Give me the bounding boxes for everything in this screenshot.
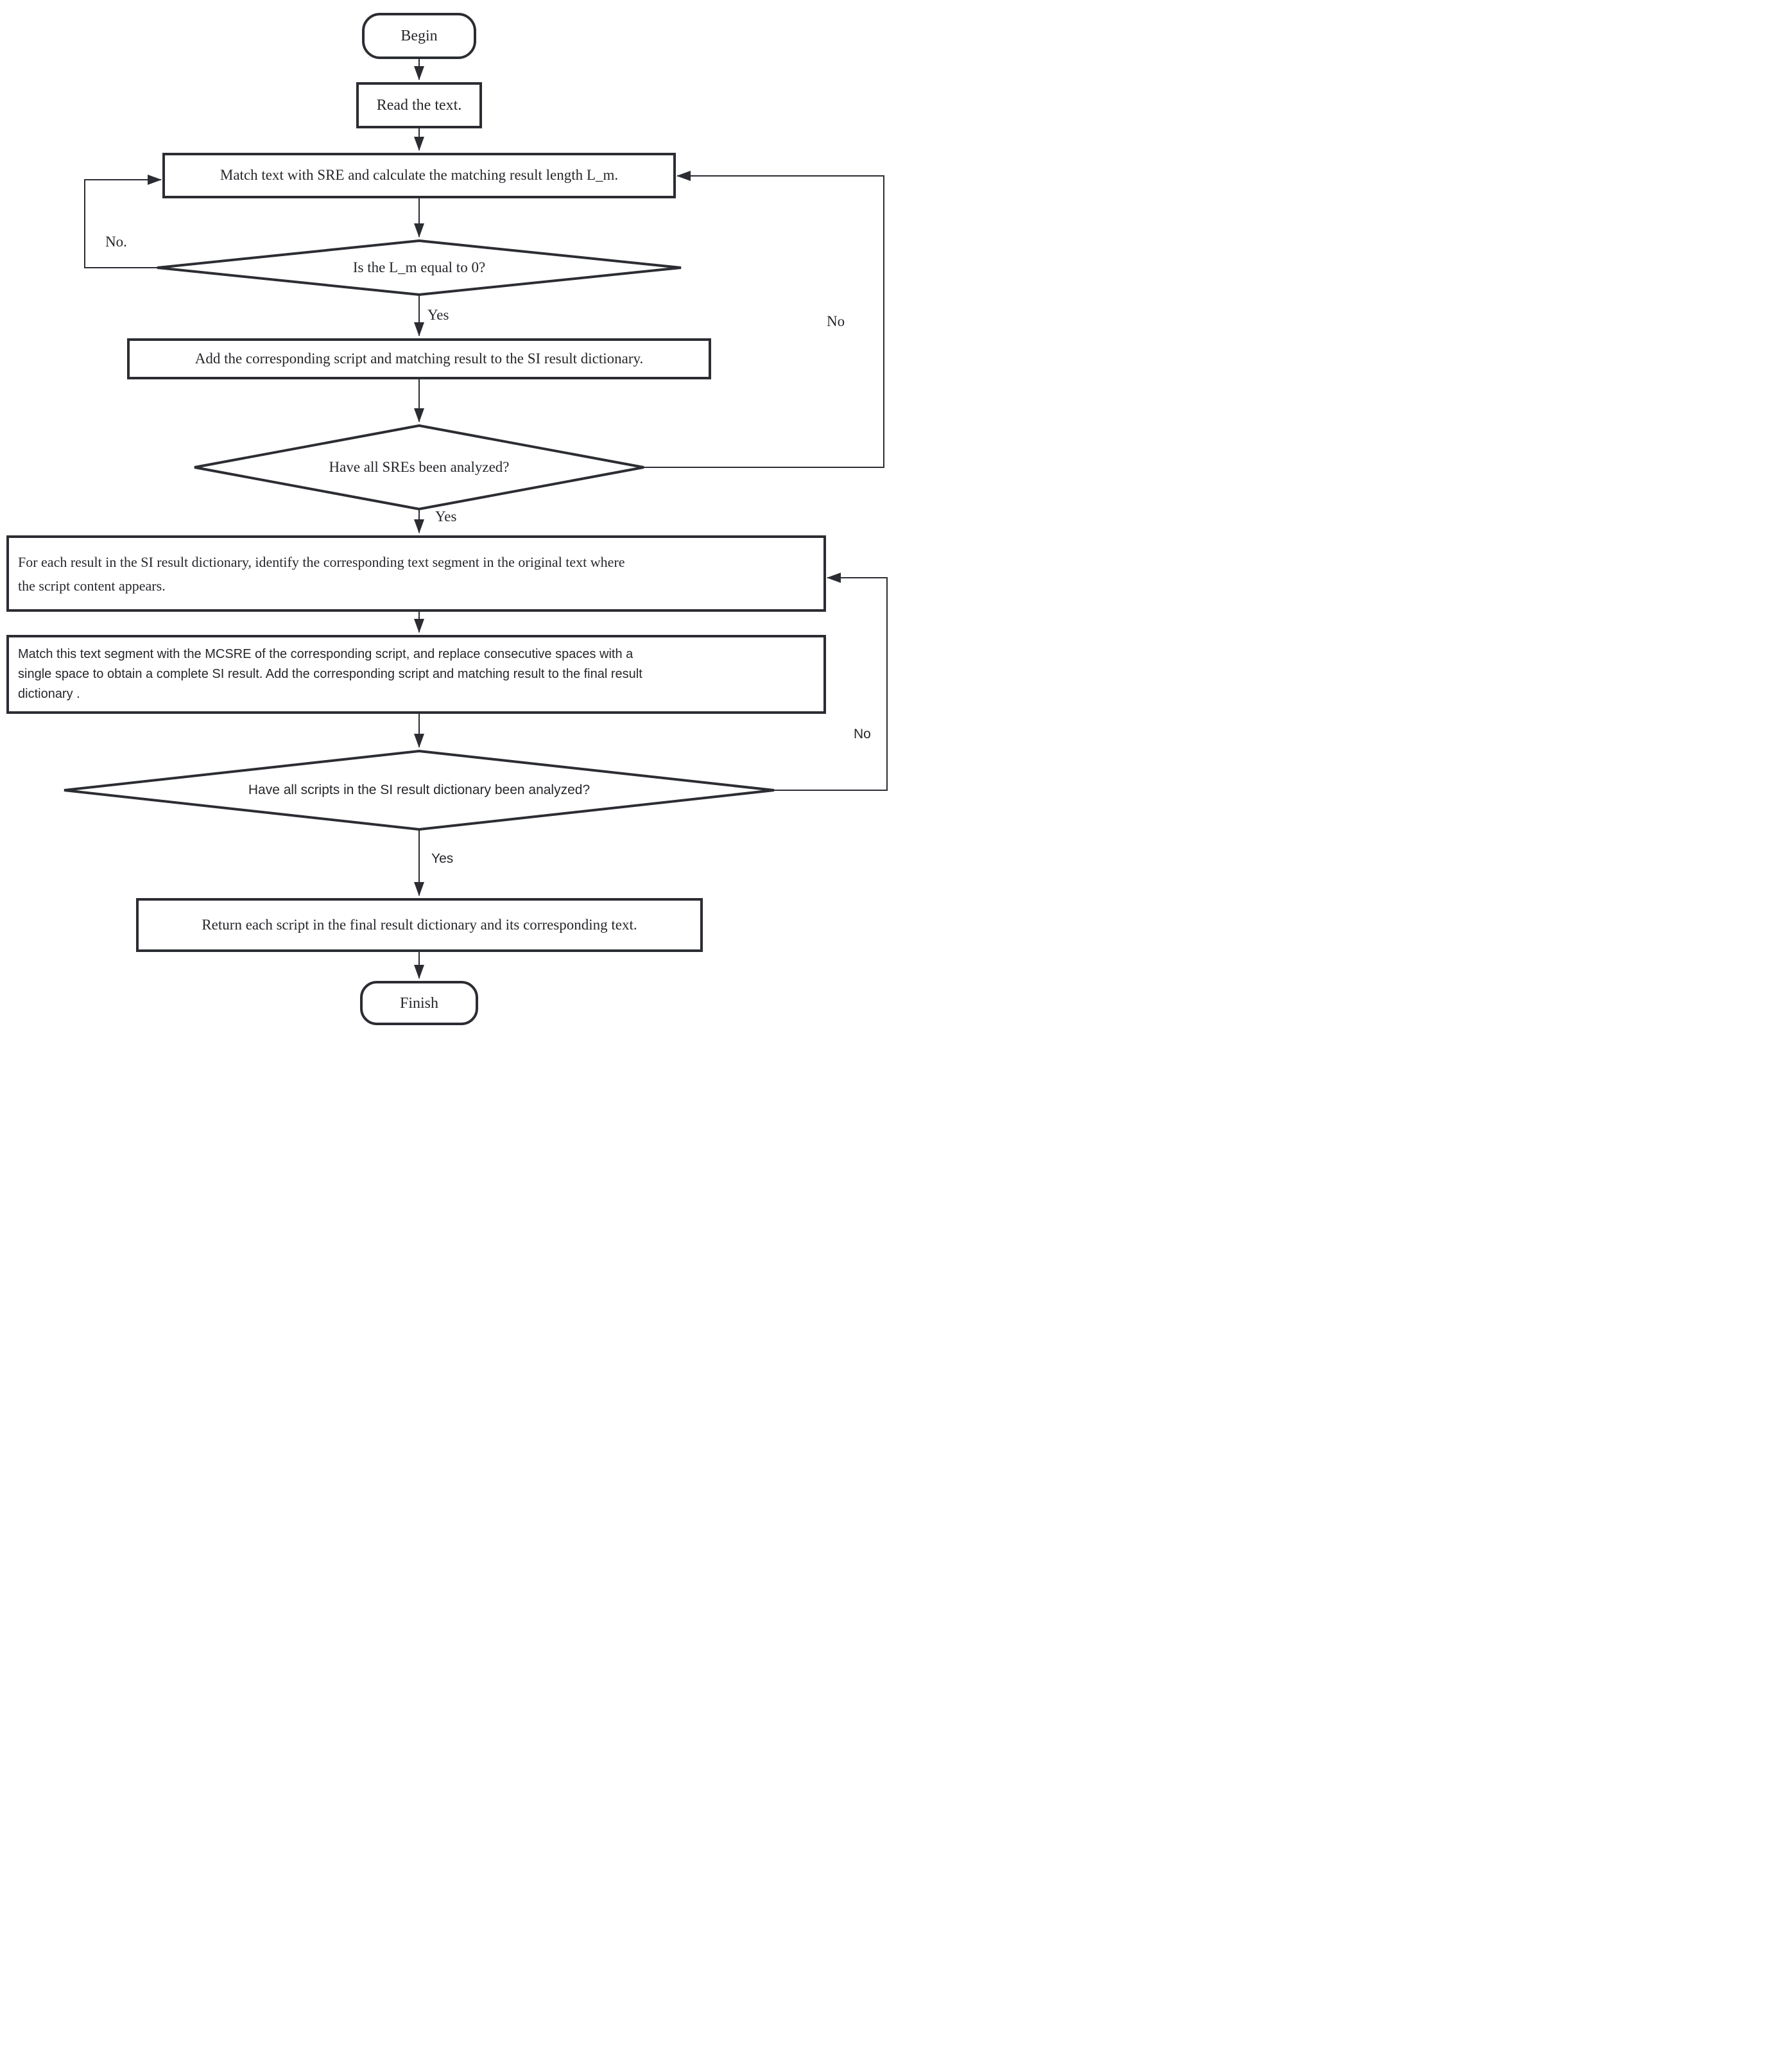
decision-lm-no-label: No. <box>105 234 127 250</box>
edge-decision-scripts-no-loop <box>774 573 888 791</box>
decision-scripts-label: Have all scripts in the SI result dictio… <box>248 783 590 797</box>
decision-scripts-no-label: No <box>854 727 871 741</box>
identify-process-shape <box>6 535 826 612</box>
mcsre-label: Match this text segment with the MCSRE o… <box>18 636 814 713</box>
add-si-process-shape <box>127 338 711 379</box>
identify-label-line2: the script content appears. <box>18 577 166 594</box>
return-label: Return each script in the final result d… <box>202 916 637 933</box>
decision-lm-label: Is the L_m equal to 0? <box>352 259 486 275</box>
begin-label: Begin <box>401 28 438 44</box>
identify-label-line1: For each result in the SI result diction… <box>18 553 625 570</box>
read-label: Read the text. <box>376 97 462 114</box>
mcsre-label-line1: Match this text segment with the MCSRE o… <box>18 647 633 661</box>
decision-lm-yes-label: Yes <box>427 307 449 323</box>
decision-sres-label: Have all SREs been analyzed? <box>329 458 510 475</box>
decision-sres-shape <box>194 424 644 511</box>
decision-lm-shape <box>157 239 682 297</box>
read-process-shape <box>356 82 482 128</box>
edge-decision-lm-no-loop <box>84 175 162 268</box>
mcsre-process-shape <box>6 635 826 714</box>
decision-scripts-yes-label: Yes <box>431 851 454 866</box>
match-sre-process-shape <box>162 153 676 198</box>
return-process-shape <box>136 898 703 952</box>
edge-decision-sres-no-loop <box>644 171 884 468</box>
finish-terminal-shape <box>360 981 478 1025</box>
mcsre-label-line3: dictionary . <box>18 687 80 701</box>
match-sre-label: Match text with SRE and calculate the ma… <box>220 167 619 184</box>
begin-terminal-shape <box>362 13 476 59</box>
finish-label: Finish <box>399 994 439 1012</box>
decision-sres-no-label: No <box>827 313 845 329</box>
flowchart-canvas: Begin Read the text. Match text with SRE… <box>0 0 896 1026</box>
decision-scripts-shape <box>64 749 775 831</box>
flowchart-drawing-layer <box>6 13 888 1025</box>
identify-label: For each result in the SI result diction… <box>18 537 814 610</box>
add-si-label: Add the corresponding script and matchin… <box>194 350 644 367</box>
decision-sres-yes-label: Yes <box>435 508 457 524</box>
mcsre-label-line2: single space to obtain a complete SI res… <box>18 667 642 681</box>
